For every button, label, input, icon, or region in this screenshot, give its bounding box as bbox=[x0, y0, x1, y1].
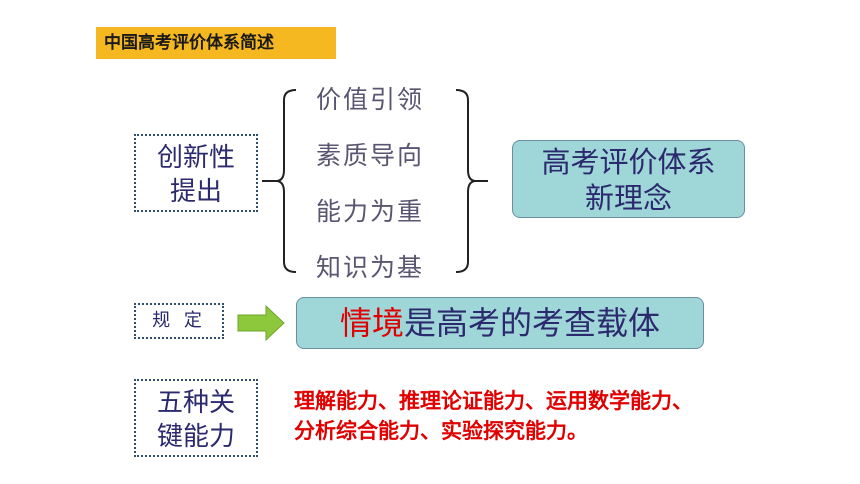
innovation-line1: 创新性 bbox=[156, 143, 235, 173]
innovation-line2: 提出 bbox=[169, 177, 222, 207]
item-value-guidance: 价值引领 bbox=[316, 85, 425, 114]
regulation-box: 规 定 bbox=[134, 303, 224, 339]
concept-line2: 新理念 bbox=[584, 181, 672, 215]
right-arrow-icon bbox=[237, 304, 285, 342]
abilities-line2: 分析综合能力、实验探究能力。 bbox=[294, 419, 588, 443]
bracket-graphic bbox=[262, 89, 488, 273]
item-quality-orientation: 素质导向 bbox=[316, 141, 425, 170]
item-knowledge-base: 知识为基 bbox=[316, 253, 425, 282]
concept-line1: 高考评价体系 bbox=[541, 145, 716, 179]
innovation-box: 创新性 提出 bbox=[134, 134, 258, 212]
item-ability-emphasis: 能力为重 bbox=[316, 197, 425, 226]
abilities-line1: 理解能力、推理论证能力、运用数学能力、 bbox=[294, 389, 693, 413]
statement-highlight: 情境 bbox=[339, 304, 404, 342]
key-ability-line2: 键能力 bbox=[156, 422, 235, 452]
concept-box: 高考评价体系 新理念 bbox=[512, 140, 745, 218]
statement-box: 情境是高考的考查载体 bbox=[296, 297, 704, 349]
key-ability-box: 五种关 键能力 bbox=[134, 379, 258, 457]
abilities-description: 理解能力、推理论证能力、运用数学能力、 分析综合能力、实验探究能力。 bbox=[294, 386, 814, 446]
page-title: 中国高考评价体系简述 bbox=[96, 27, 336, 59]
statement-rest: 是高考的考查载体 bbox=[404, 304, 661, 342]
key-ability-line1: 五种关 bbox=[156, 388, 235, 418]
